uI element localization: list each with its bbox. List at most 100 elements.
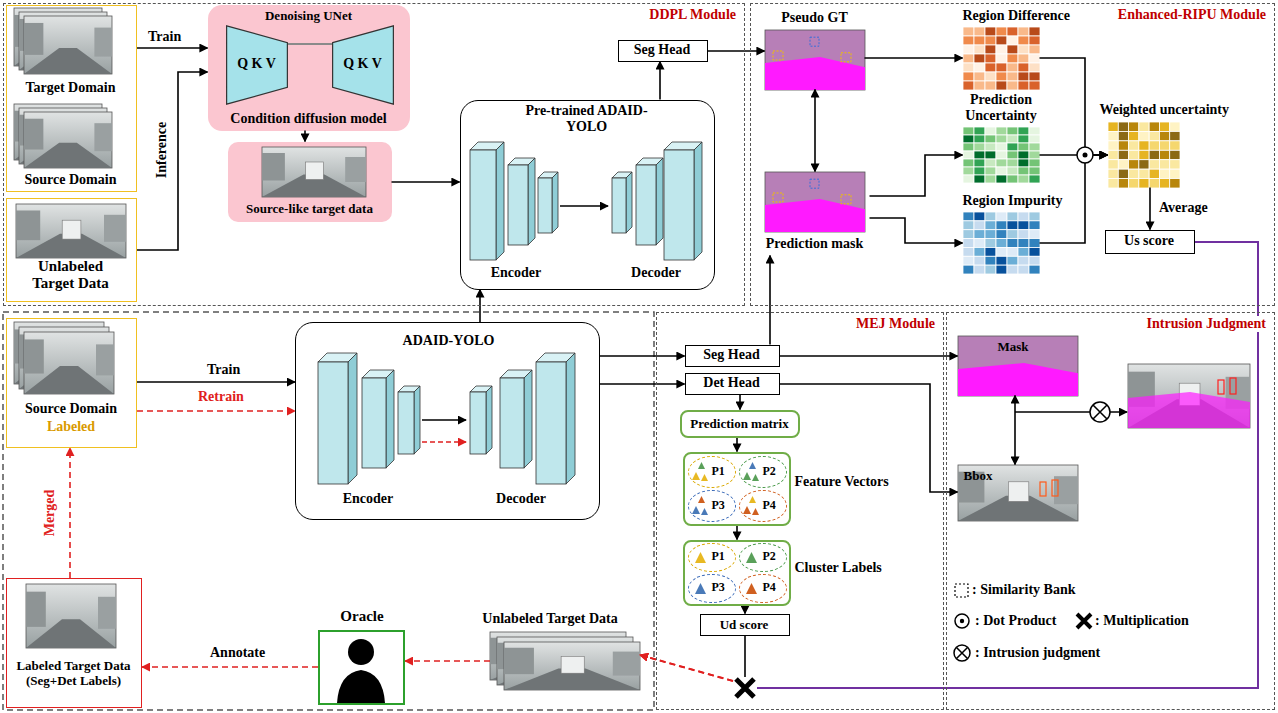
image-group: Labeled Target Data (Seg+Det Labels) bbox=[6, 578, 142, 708]
generated-fill bbox=[228, 142, 392, 222]
diffusion-fill bbox=[208, 5, 410, 131]
connector-line bbox=[142, 666, 318, 668]
node-label: Seg Head bbox=[619, 42, 706, 58]
feature-triangle bbox=[743, 506, 751, 514]
process-box: Prediction matrix bbox=[680, 410, 800, 438]
node-label: Source Domain bbox=[7, 401, 135, 417]
connector-arrow bbox=[405, 661, 490, 662]
connector-arrow bbox=[870, 155, 963, 196]
node-label: Oracle bbox=[310, 608, 414, 625]
heatmap: Region Impurity bbox=[963, 212, 1040, 274]
connector-line bbox=[736, 438, 738, 452]
connector-arrow bbox=[392, 182, 460, 183]
node-label: Unlabeled Target Data bbox=[460, 611, 640, 627]
node-label: P1 bbox=[712, 549, 725, 563]
model-box: Pre-trained ADAID-YOLOEncoderDecoder bbox=[460, 100, 715, 290]
connector-arrow bbox=[770, 256, 771, 345]
cluster-ellipse: P1 bbox=[688, 456, 736, 488]
street-photo bbox=[1128, 364, 1250, 428]
connector-line bbox=[137, 47, 208, 49]
cluster-ellipse: P4 bbox=[739, 574, 787, 603]
connector-arrow bbox=[737, 526, 738, 540]
node-label: Denoising UNet bbox=[208, 8, 410, 23]
layer-block bbox=[470, 142, 504, 260]
heatmap: Weighted uncertainty bbox=[1108, 122, 1180, 188]
multiplication-symbol bbox=[736, 679, 754, 697]
mask-image bbox=[765, 30, 865, 90]
node-label: Labeled Target Data (Seg+Det Labels) bbox=[7, 658, 140, 688]
heatmap-grid bbox=[963, 127, 1040, 183]
head-box: Seg Head bbox=[685, 345, 780, 367]
score-box: Us score bbox=[1105, 230, 1195, 254]
connector-arrow bbox=[640, 242, 1258, 688]
process-box: Cluster LabelsP1P2P3P4 bbox=[683, 540, 791, 606]
connector-arrow bbox=[600, 356, 685, 357]
image-stack: Unlabeled Target Data bbox=[490, 632, 640, 690]
node-label: Cluster Labels bbox=[795, 560, 882, 576]
street-photo bbox=[24, 112, 112, 168]
connector-line bbox=[736, 526, 738, 540]
layer-block bbox=[538, 172, 558, 233]
node-label: Decoder bbox=[609, 265, 704, 281]
layer-block bbox=[664, 142, 702, 260]
module-panel bbox=[3, 312, 654, 710]
image-group: Target DomainSource Domain bbox=[6, 5, 137, 192]
connector-line bbox=[870, 155, 963, 196]
node-label: Target Domain bbox=[7, 80, 135, 96]
layer-block bbox=[500, 370, 532, 468]
connector-arrow bbox=[740, 395, 741, 410]
layer-block bbox=[362, 370, 394, 468]
cluster-ellipse: P4 bbox=[739, 490, 787, 522]
node-label: Us score bbox=[1106, 233, 1193, 249]
connector-line bbox=[780, 355, 958, 357]
feature-triangle bbox=[749, 496, 756, 503]
feature-triangle bbox=[752, 508, 759, 515]
node-label: Seg Head bbox=[686, 347, 778, 363]
model-box: ADAID-YOLOEncoderDecoder bbox=[295, 322, 600, 520]
connector-line bbox=[744, 636, 746, 678]
feature-triangle bbox=[698, 496, 705, 503]
connector-line bbox=[757, 242, 1258, 688]
connector-arrow bbox=[865, 58, 963, 59]
connector-line bbox=[708, 50, 765, 52]
connector-line bbox=[137, 381, 295, 383]
module-title: MEJ Module bbox=[854, 316, 937, 332]
edge-label: Average bbox=[1157, 200, 1210, 216]
heatmap-grid bbox=[963, 212, 1040, 274]
module-title: Intrusion Judgment bbox=[1145, 316, 1268, 332]
layer-block bbox=[508, 158, 535, 245]
node-label: Source Domain bbox=[7, 172, 135, 188]
judgment-line bbox=[1015, 411, 1090, 413]
oracle-silhouette bbox=[337, 639, 385, 703]
feature-triangle bbox=[743, 472, 751, 480]
mask-image bbox=[958, 336, 1078, 396]
retrain-arrow bbox=[422, 441, 466, 443]
module-title: Enhanced-RIPU Module bbox=[1116, 7, 1268, 23]
mask-image: Pseudo GT bbox=[765, 30, 865, 90]
heatmap: Region Difference bbox=[963, 27, 1040, 90]
node-label: Source-like target data bbox=[228, 201, 392, 216]
node-label: P2 bbox=[763, 549, 776, 563]
node-label: Pseudo GT bbox=[755, 10, 875, 26]
layer-block bbox=[536, 353, 575, 484]
connector-line bbox=[814, 90, 816, 172]
feature-triangle bbox=[692, 506, 700, 514]
connector-line bbox=[1040, 58, 1108, 155]
connector-arrow bbox=[137, 411, 295, 412]
node-label: Region Difference bbox=[963, 8, 1070, 24]
feature-triangle bbox=[695, 552, 706, 563]
feature-triangle bbox=[695, 583, 706, 594]
connector-line bbox=[744, 606, 746, 614]
connector-line bbox=[137, 72, 208, 250]
edge-label: Retrain bbox=[196, 389, 246, 405]
node-label: Q K V bbox=[226, 56, 288, 72]
feature-triangle bbox=[746, 583, 757, 594]
head-box: Det Head bbox=[685, 373, 780, 395]
node-label: Pre-trained ADAID-YOLO bbox=[519, 103, 655, 135]
connector-line bbox=[405, 660, 490, 662]
legend-label: : Similarity Bank bbox=[972, 582, 1075, 598]
feature-triangle bbox=[701, 508, 708, 515]
legend-sample bbox=[954, 645, 970, 661]
connector-arrow bbox=[1015, 396, 1016, 465]
node-label: Encoder bbox=[318, 491, 418, 507]
